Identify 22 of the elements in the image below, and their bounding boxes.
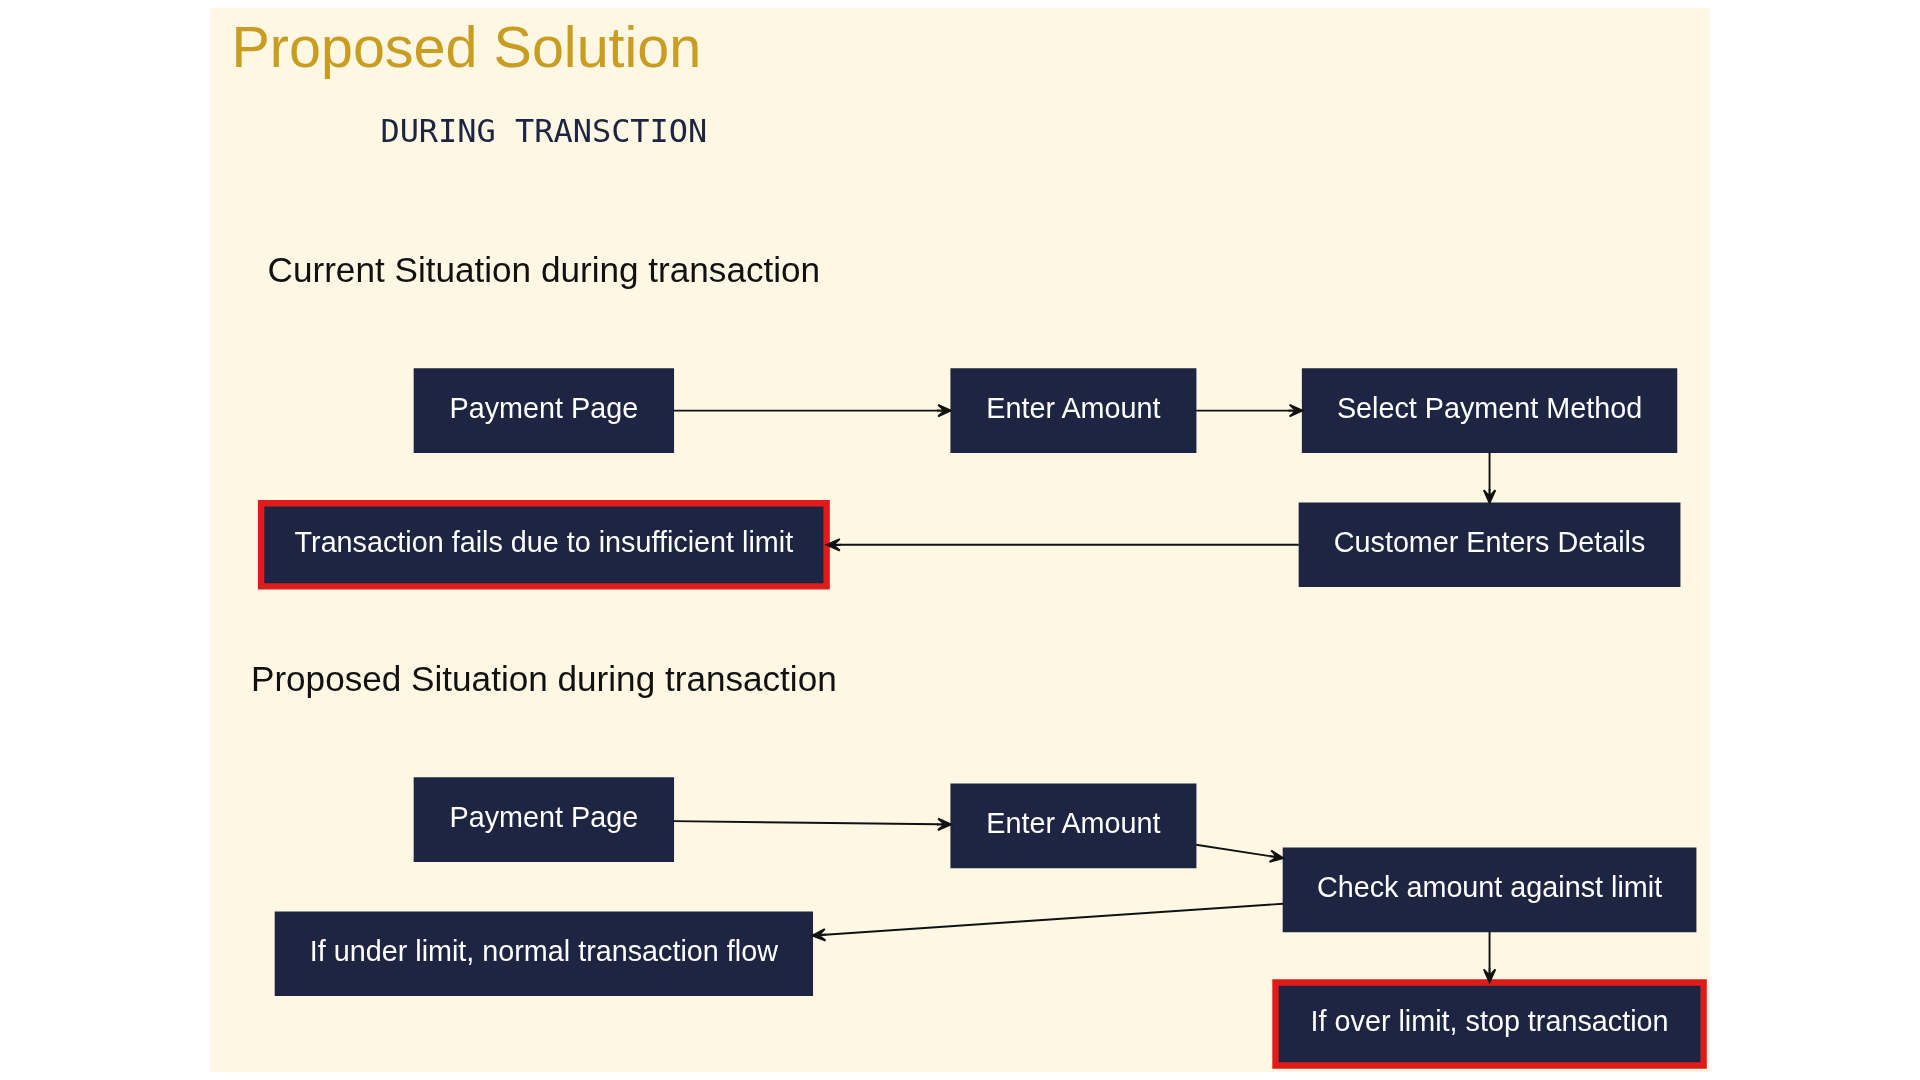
node-box: Enter Amount <box>950 368 1197 453</box>
arrow <box>1482 930 1497 984</box>
node-box: Payment Page <box>413 368 675 453</box>
arrow <box>811 902 1285 942</box>
diagram-title: Proposed Solution <box>231 14 702 79</box>
node-box: Customer Enters Details <box>1298 502 1681 588</box>
arrow <box>1195 403 1304 418</box>
node-box: If over limit, stop transaction <box>1272 979 1707 1069</box>
node-box: Transaction fails due to insufficient limit <box>257 500 830 590</box>
node-box: Select Payment Method <box>1301 368 1678 453</box>
label: Current Situation during transaction <box>267 250 821 290</box>
node-box: Enter Amount <box>950 783 1197 869</box>
arrow <box>1482 451 1497 504</box>
node-box: Payment Page <box>413 777 675 862</box>
arrow <box>826 538 1300 552</box>
arrow <box>672 403 952 418</box>
label: DURING TRANSCTION <box>380 112 708 151</box>
node-box: Check amount against limit <box>1282 847 1697 933</box>
arrow <box>672 817 952 831</box>
node-box: If under limit, normal transaction flow <box>274 911 814 997</box>
label: Proposed Situation during transaction <box>250 659 837 699</box>
arrow <box>1195 843 1284 863</box>
